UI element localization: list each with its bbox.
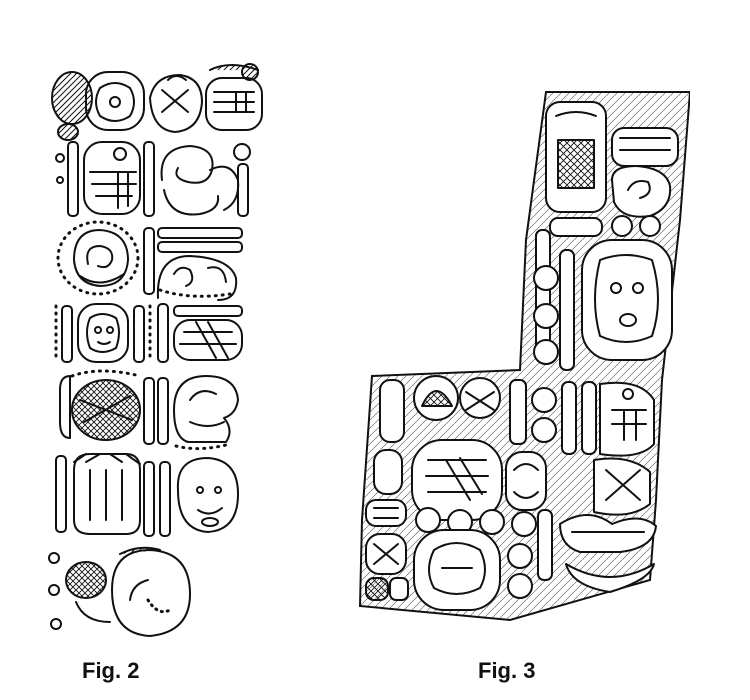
fig2-glyph-row3 xyxy=(56,220,243,301)
fig2-glyph-row6 xyxy=(55,453,239,537)
fig2-glyph-row4 xyxy=(54,303,243,363)
fig3-lower-row-d xyxy=(365,529,533,611)
fig3-lower-row-c xyxy=(365,499,657,593)
fig3-caption: Fig. 3 xyxy=(478,658,536,683)
fig3-lower-row-a xyxy=(379,375,655,457)
fig3-upper-face-glyph xyxy=(533,229,673,371)
fig3-upper-top-block xyxy=(545,101,679,237)
fig2-glyph-row1 xyxy=(51,63,263,141)
fig2-glyph-column xyxy=(48,63,263,637)
fig2-glyph-row2 xyxy=(55,141,251,217)
fig3-lower-row-b xyxy=(373,439,651,521)
fig2-caption: Fig. 2 xyxy=(82,658,140,683)
fig2-glyph-row7 xyxy=(48,546,191,637)
fig2-glyph-row5 xyxy=(59,369,239,451)
fig3-carved-panel xyxy=(358,91,690,622)
